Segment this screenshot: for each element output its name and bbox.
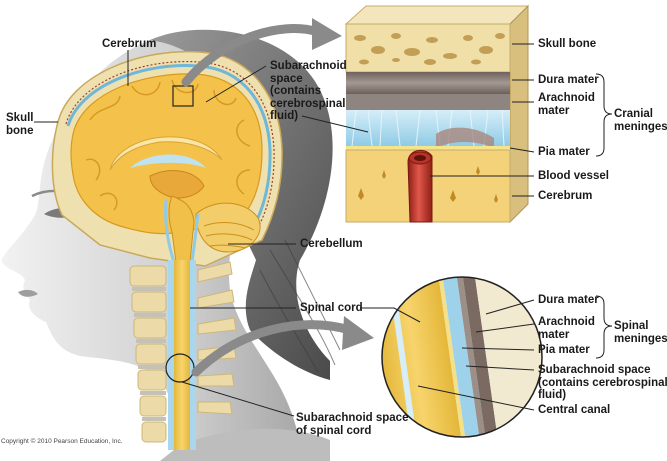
skull-bone-pores xyxy=(354,33,505,65)
copyright-notice: Copyright © 2010 Pearson Education, Inc. xyxy=(1,438,123,445)
label-blood-vessel: Blood vessel xyxy=(538,170,609,182)
neuron-marks xyxy=(358,166,498,203)
block-top-face xyxy=(344,5,530,25)
spinal-bracket xyxy=(595,295,613,359)
spinal-arachnoid-layer xyxy=(455,277,487,437)
corpus-callosum xyxy=(109,136,223,171)
intervertebral-discs xyxy=(132,287,166,421)
label-central-canal: Central canal xyxy=(538,404,611,416)
label-dura-mater-top: Dura mater xyxy=(538,74,599,86)
block-side-face xyxy=(509,4,529,224)
cerebellum-folia xyxy=(203,222,255,249)
pia-mater-layer xyxy=(346,146,510,150)
label-skull-bone-detail: Skull bone xyxy=(538,38,597,50)
label-pia-mater-top: Pia mater xyxy=(538,146,590,158)
cranial-zoom-box xyxy=(172,85,194,107)
label-arachnoid-mater-bottom: Arachnoid mater xyxy=(538,316,595,341)
label-spinal-meninges: Spinal meninges xyxy=(614,320,667,345)
cranial-arrow xyxy=(181,24,323,87)
label-subarachnoid-space-bottom: Subarachnoid space (contains cerebrospin… xyxy=(538,364,667,401)
leader-lines xyxy=(34,43,613,417)
label-subarachnoid-spinal: Subarachnoid space of spinal cord xyxy=(296,412,409,437)
spinal-pia-layer xyxy=(438,277,468,437)
label-pia-mater-bottom: Pia mater xyxy=(538,344,590,356)
cranial-bracket xyxy=(595,73,613,157)
label-cerebellum: Cerebellum xyxy=(300,238,363,250)
spinal-subarachnoid-layer xyxy=(441,277,481,437)
arachnoid-mater-layer xyxy=(346,94,510,110)
cranial-detail-block xyxy=(344,4,530,224)
cerebellum-shape xyxy=(195,202,261,253)
label-cranial-meninges: Cranial meninges xyxy=(614,108,667,133)
lips xyxy=(18,289,38,297)
spinal-central-canal xyxy=(388,278,420,437)
label-cerebrum-detail: Cerebrum xyxy=(538,190,593,202)
label-skull-bone-head: Skull bone xyxy=(6,112,34,137)
gyri xyxy=(85,79,251,211)
shoulder xyxy=(160,428,330,461)
spinal-epidural xyxy=(473,277,542,437)
spinal-arrow xyxy=(191,320,355,377)
csf-brainstem xyxy=(164,199,200,263)
surface-vessel xyxy=(436,127,494,148)
dura-mater-layer xyxy=(346,72,510,94)
label-cerebrum-head: Cerebrum xyxy=(102,38,157,50)
label-subarachnoid-space: Subarachnoid space (contains cerebrospin… xyxy=(270,60,347,122)
label-arachnoid-mater-top: Arachnoid mater xyxy=(538,92,595,117)
spinal-cord-shape xyxy=(174,260,190,450)
spinal-arrowhead xyxy=(342,316,374,350)
spinal-dura-layer xyxy=(461,277,499,437)
spinal-detail-circle xyxy=(381,276,543,438)
label-dura-mater-bottom: Dura mater xyxy=(538,294,599,306)
cranial-arrowhead xyxy=(312,18,342,50)
ventricle xyxy=(130,154,206,168)
brain-sagittal xyxy=(51,50,283,267)
blood-vessel-lumen xyxy=(414,155,426,161)
diencephalon xyxy=(149,170,205,199)
zoom-arrows xyxy=(181,18,374,377)
dura-layer xyxy=(65,60,275,234)
label-spinal-cord: Spinal cord xyxy=(300,302,363,314)
